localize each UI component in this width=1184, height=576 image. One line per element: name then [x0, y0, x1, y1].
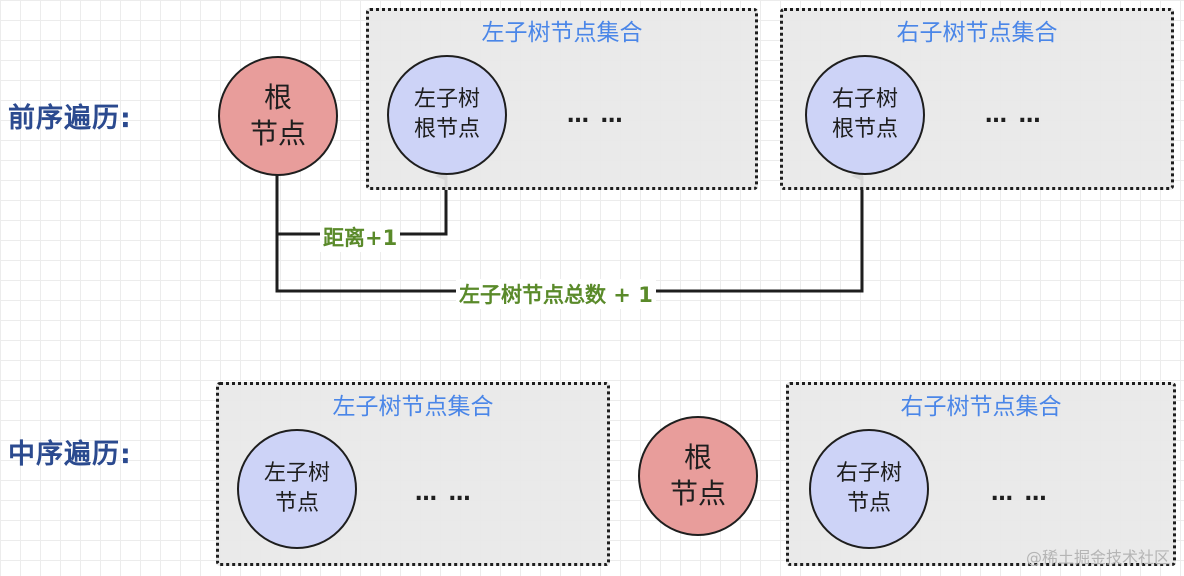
- inorder-left-subtree-group: 左子树节点集合 左子树 节点 … …: [216, 382, 610, 566]
- inorder-root-node: 根 节点: [638, 416, 758, 536]
- inorder-right-group-title: 右子树节点集合: [900, 394, 1062, 420]
- preorder-left-ellipsis: … …: [567, 103, 625, 128]
- inorder-left-node-label: 左子树 节点: [263, 461, 330, 516]
- watermark: @稀土掘金技术社区: [1025, 548, 1170, 567]
- preorder-root-node: 根 节点: [218, 56, 338, 176]
- preorder-right-group-title: 右子树节点集合: [896, 20, 1058, 46]
- preorder-left-subtree-group: 左子树节点集合 左子树 根节点 … …: [366, 8, 758, 190]
- inorder-root-label: 根 节点: [669, 441, 726, 510]
- inorder-left-subtree-node: 左子树 节点: [237, 429, 357, 549]
- preorder-right-subtree-group: 右子树节点集合 右子树 根节点 … …: [780, 8, 1174, 190]
- preorder-left-node-label: 左子树 根节点: [413, 87, 480, 142]
- preorder-right-subtree-root-node: 右子树 根节点: [805, 55, 925, 175]
- preorder-root-label: 根 节点: [249, 81, 306, 150]
- inorder-label: 中序遍历:: [8, 439, 132, 470]
- preorder-left-subtree-root-node: 左子树 根节点: [387, 55, 507, 175]
- preorder-left-group-title: 左子树节点集合: [481, 20, 643, 46]
- preorder-right-node-label: 右子树 根节点: [831, 87, 898, 142]
- inorder-left-group-title: 左子树节点集合: [332, 394, 494, 420]
- inorder-right-subtree-node: 右子树 节点: [809, 429, 929, 549]
- inorder-right-subtree-group: 右子树节点集合 右子树 节点 … …: [786, 382, 1176, 566]
- inorder-right-node-label: 右子树 节点: [835, 461, 902, 516]
- edge-label-left-subtree-count: 左子树节点总数 + 1: [456, 279, 656, 309]
- edge-label-distance: 距离+1: [320, 222, 401, 252]
- inorder-right-ellipsis: … …: [991, 481, 1049, 506]
- preorder-right-ellipsis: … …: [985, 103, 1043, 128]
- inorder-left-ellipsis: … …: [415, 481, 473, 506]
- preorder-label: 前序遍历:: [8, 103, 132, 134]
